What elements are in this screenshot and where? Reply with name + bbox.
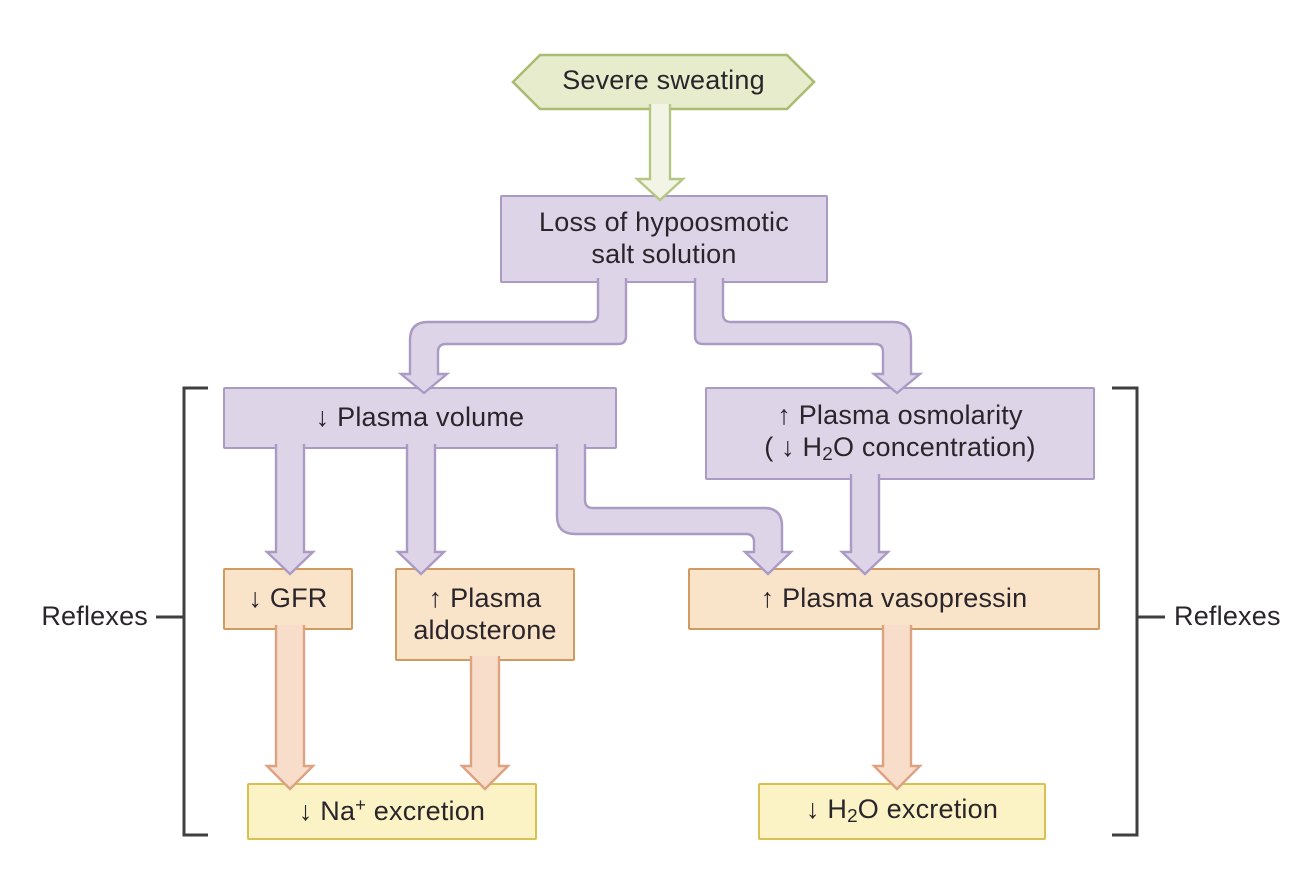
arrow-loss-to-osmolarity bbox=[693, 278, 924, 395]
node-label: ↑ Plasma vasopressin bbox=[760, 583, 1028, 614]
node-label: O concentration) bbox=[832, 432, 1036, 463]
reflexes-label-left: Reflexes bbox=[41, 601, 148, 631]
node-loss-of-hypoosmotic-salt-solution: Loss of hypoosmotic salt solution bbox=[500, 195, 828, 283]
node-severe-sweating-label: Severe sweating bbox=[562, 64, 765, 95]
node-h2o-excretion: ↓ H2O excretion bbox=[758, 783, 1046, 840]
node-na-excretion: ↓ Na+ excretion bbox=[247, 783, 537, 840]
node-plasma-osmolarity: ↑ Plasma osmolarity ( ↓ H2O concentratio… bbox=[705, 387, 1095, 480]
node-label: aldosterone bbox=[413, 614, 557, 645]
subscript: 2 bbox=[847, 806, 858, 828]
arrow-osmolarity-to-vasopressin bbox=[839, 474, 891, 576]
node-gfr: ↓ GFR bbox=[223, 568, 353, 630]
node-plasma-vasopressin: ↑ Plasma vasopressin bbox=[688, 568, 1100, 630]
arrow-gfr-to-na-excretion bbox=[264, 625, 316, 791]
node-plasma-aldosterone: ↑ Plasma aldosterone bbox=[395, 568, 575, 661]
reflexes-bracket-right bbox=[1112, 386, 1139, 837]
node-label: ( ↓ H bbox=[764, 432, 823, 463]
node-label: ↓ Na bbox=[298, 796, 356, 827]
node-label: O excretion bbox=[857, 794, 999, 825]
node-label: Loss of hypoosmotic bbox=[539, 207, 789, 238]
node-label: salt solution bbox=[591, 239, 737, 269]
reflexes-label-right: Reflexes bbox=[1174, 601, 1281, 631]
node-label: ↑ Plasma osmolarity bbox=[777, 400, 1023, 431]
arrow-loss-to-plasma-volume bbox=[397, 278, 628, 395]
node-label: ↓ H bbox=[805, 794, 848, 825]
arrow-plasma-volume-to-gfr bbox=[264, 444, 316, 576]
node-label: ↑ Plasma bbox=[428, 582, 542, 613]
superscript: + bbox=[355, 794, 367, 816]
reflexes-bracket-left bbox=[182, 386, 208, 837]
node-label: excretion bbox=[366, 796, 486, 827]
arrow-vasopressin-to-h2o-excretion bbox=[871, 625, 923, 791]
node-plasma-volume: ↓ Plasma volume bbox=[223, 387, 617, 449]
subscript: 2 bbox=[822, 444, 833, 466]
node-label: ↓ GFR bbox=[248, 583, 328, 614]
arrow-sweating-to-loss bbox=[633, 104, 687, 202]
arrow-aldosterone-to-na-excretion bbox=[459, 656, 511, 791]
arrow-plasma-volume-to-aldosterone bbox=[395, 444, 447, 576]
node-label: ↓ Plasma volume bbox=[315, 402, 525, 433]
